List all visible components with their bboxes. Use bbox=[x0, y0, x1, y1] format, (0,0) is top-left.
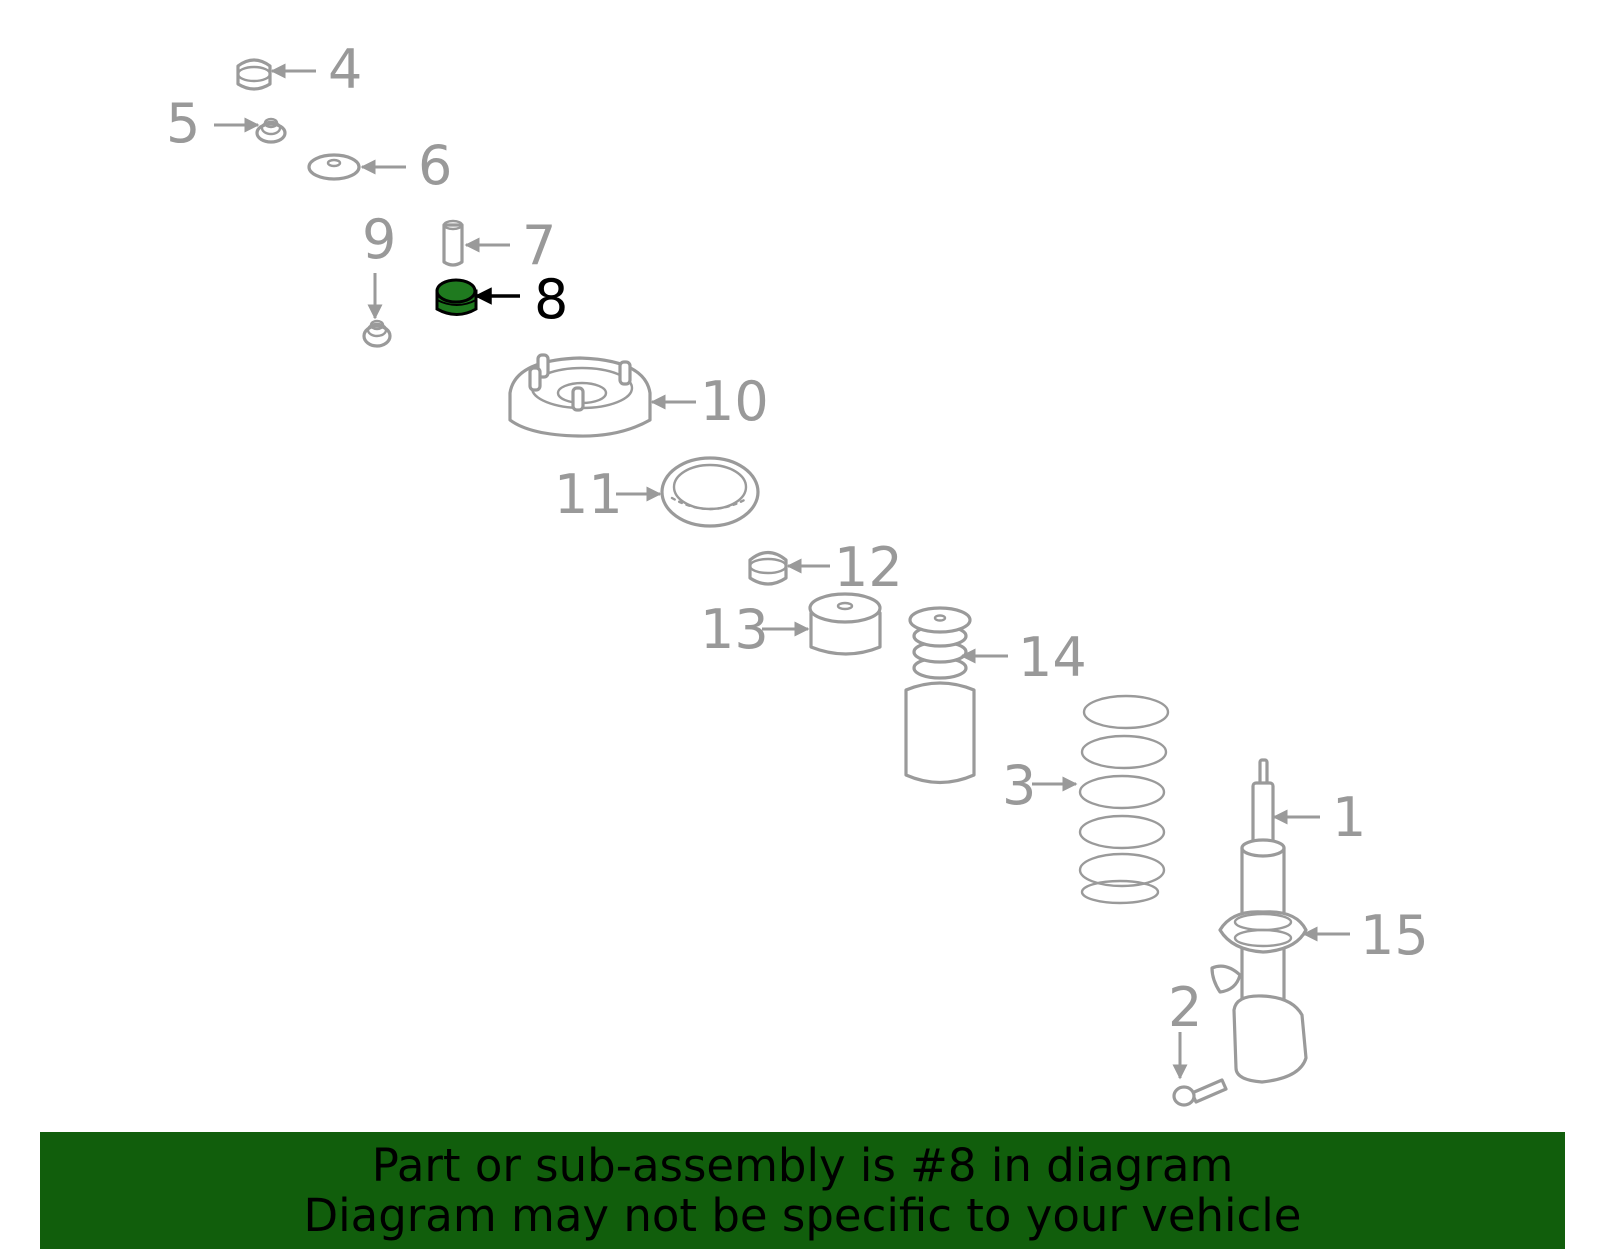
callout-13: 13 bbox=[700, 598, 769, 661]
part-15-spring-seat[interactable] bbox=[1218, 910, 1308, 954]
part-12-bumper-cap[interactable] bbox=[748, 550, 788, 586]
part-14-dust-boot[interactable] bbox=[904, 606, 976, 785]
callout-3: 3 bbox=[1002, 754, 1036, 817]
part-7-sleeve[interactable] bbox=[442, 219, 464, 267]
callout-7: 7 bbox=[522, 214, 556, 277]
part-11-spring-insulator[interactable] bbox=[660, 456, 760, 528]
part-5-nut[interactable] bbox=[255, 117, 287, 144]
callout-14: 14 bbox=[1018, 626, 1087, 689]
part-1-strut-bracket bbox=[1210, 964, 1308, 1084]
parts-diagram: 4 5 6 7 9 10 11 12 13 14 3 1 15 2 8 bbox=[166, 38, 1429, 1107]
callout-2: 2 bbox=[1168, 976, 1202, 1039]
callout-12: 12 bbox=[834, 536, 903, 599]
banner-line-disclaimer: Diagram may not be specific to your vehi… bbox=[303, 1189, 1302, 1242]
info-banner: Part or sub-assembly is #8 in diagram Di… bbox=[40, 1132, 1565, 1249]
callout-1: 1 bbox=[1332, 786, 1366, 849]
part-8-bushing-highlighted[interactable] bbox=[435, 278, 478, 316]
part-2-bolt[interactable] bbox=[1172, 1078, 1228, 1107]
part-13-bumper[interactable] bbox=[808, 592, 882, 656]
part-6-washer[interactable] bbox=[307, 153, 361, 181]
part-3-coil-spring[interactable] bbox=[1078, 694, 1170, 905]
callout-5: 5 bbox=[166, 92, 200, 155]
callout-4: 4 bbox=[328, 38, 362, 101]
banner-line-part: Part or sub-assembly is #8 in diagram bbox=[371, 1139, 1234, 1192]
part-1-strut[interactable] bbox=[1240, 758, 1286, 1006]
leader-arrows bbox=[214, 63, 1350, 1080]
part-10-strut-mount[interactable] bbox=[508, 353, 652, 438]
callout-15: 15 bbox=[1360, 904, 1429, 967]
part-4-cap[interactable] bbox=[236, 58, 272, 91]
callout-11: 11 bbox=[554, 463, 623, 526]
callout-9: 9 bbox=[362, 208, 396, 271]
part-9-nut[interactable] bbox=[362, 319, 392, 348]
callout-8-highlighted: 8 bbox=[534, 268, 568, 331]
callout-6: 6 bbox=[418, 134, 452, 197]
callout-10: 10 bbox=[700, 370, 769, 433]
